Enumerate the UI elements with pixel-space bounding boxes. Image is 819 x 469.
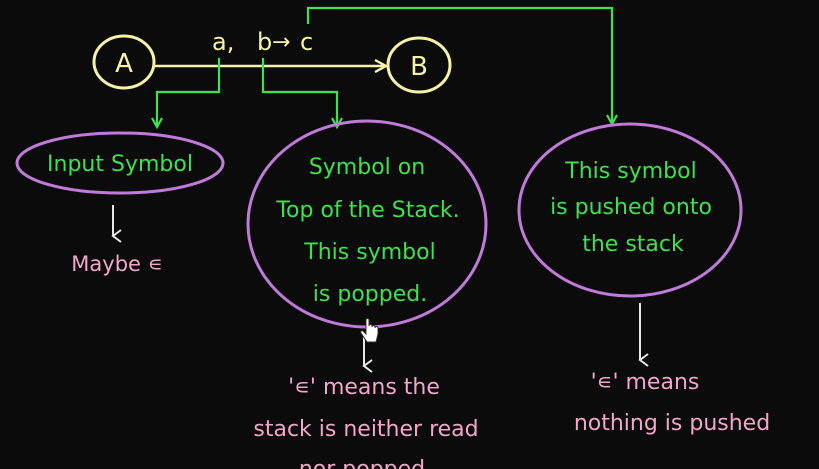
top-of-stack-line3: This symbol (303, 240, 435, 265)
hand-cursor-icon (360, 318, 379, 343)
epsilon-note-line3: nor popped (299, 457, 425, 469)
state-b-label: B (410, 52, 428, 82)
state-b-circle (386, 36, 452, 94)
epsilon-note-line1: '∊' means the (288, 375, 440, 400)
connector-push (306, 6, 612, 123)
input-symbol-bubble (15, 131, 225, 195)
transition-input-label: a, (212, 28, 234, 56)
top-of-stack-line2: Top of the Stack. (275, 198, 459, 223)
pushed-symbol-line2: is pushed onto (550, 195, 712, 220)
pushed-symbol-line1: This symbol (564, 159, 696, 184)
transition-push-label: c (300, 28, 313, 56)
state-a-label: A (115, 49, 133, 79)
connector-pop (261, 58, 337, 126)
state-a-circle (92, 34, 156, 90)
nothing-pushed-line2: nothing is pushed (574, 411, 770, 436)
pushed-symbol-bubble (517, 122, 743, 298)
nothing-pushed-line1: '∊' means (591, 370, 700, 395)
top-of-stack-line1: Symbol on (309, 155, 425, 180)
input-symbol-text: Input Symbol (47, 152, 193, 177)
epsilon-note-line2: stack is neither read (253, 417, 478, 442)
transition-pop-label: b (257, 28, 272, 56)
top-of-stack-line4: is popped. (313, 282, 427, 307)
maybe-epsilon-note: Maybe ∊ (71, 252, 162, 276)
pushed-symbol-line3: the stack (582, 232, 684, 257)
transition-arrow-symbol: → (272, 30, 290, 55)
connector-input (157, 58, 221, 126)
